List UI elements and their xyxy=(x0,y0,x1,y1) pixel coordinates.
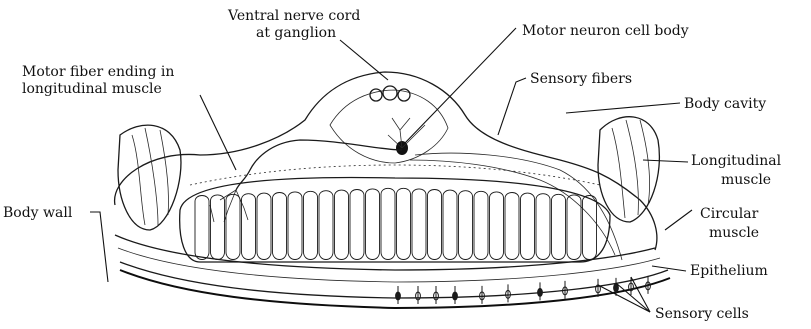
muscle-bundle xyxy=(412,189,426,260)
label-longitudinal-muscle-1: Longitudinal xyxy=(691,153,782,169)
muscle-bundle xyxy=(288,192,302,260)
muscle-bundle xyxy=(397,188,411,259)
leader-sensory-fibers xyxy=(498,78,526,135)
muscle-bundle xyxy=(195,196,209,260)
label-motor-fiber-ending-1: Motor fiber ending in xyxy=(22,64,174,80)
muscle-bundle xyxy=(350,190,364,260)
muscle-bundle xyxy=(366,189,380,260)
muscle-bundle xyxy=(552,194,566,259)
longitudinal-muscle-bundles xyxy=(195,188,597,259)
label-sensory-fibers: Sensory fibers xyxy=(530,71,632,87)
muscle-bundle xyxy=(335,190,349,259)
muscle-bundle xyxy=(490,192,504,260)
label-ventral-nerve-cord-2: at ganglion xyxy=(256,25,336,41)
sensory-cell xyxy=(538,282,543,300)
sensory-cell xyxy=(396,286,401,304)
muscle-bundle xyxy=(273,193,287,260)
label-body-wall: Body wall xyxy=(3,205,73,221)
sensory-cell xyxy=(453,286,458,304)
diagram-drawing xyxy=(115,72,670,308)
label-motor-neuron-cell-body: Motor neuron cell body xyxy=(522,23,689,39)
leader-circular-muscle xyxy=(665,210,692,230)
ganglion-sheath xyxy=(330,90,448,163)
muscle-bundle xyxy=(257,193,271,259)
muscle-bundle xyxy=(505,193,519,260)
left-lateral-muscle xyxy=(118,125,181,230)
sensory-cell-group xyxy=(396,276,651,304)
leader-longitudinal-muscle xyxy=(643,160,688,162)
muscle-bundle xyxy=(536,194,550,260)
label-sensory-cells: Sensory cells xyxy=(655,306,749,322)
muscle-bundle xyxy=(304,191,318,259)
muscle-bundle xyxy=(474,191,488,259)
cuticle-line xyxy=(120,270,670,308)
label-motor-fiber-ending-2: longitudinal muscle xyxy=(22,81,162,97)
label-longitudinal-muscle-2: muscle xyxy=(721,172,771,188)
sensory-cell xyxy=(506,284,511,302)
label-body-cavity: Body cavity xyxy=(684,96,766,112)
sensory-cell xyxy=(416,286,421,304)
muscle-bundle xyxy=(242,194,256,260)
diagram-labels: Ventral nerve cord at ganglion Motor neu… xyxy=(3,8,782,322)
sensory-cell xyxy=(434,286,439,304)
muscle-bundle xyxy=(226,194,240,259)
label-ventral-nerve-cord-1: Ventral nerve cord xyxy=(227,8,360,24)
muscle-bundle xyxy=(459,191,473,260)
motor-fiber xyxy=(236,140,402,190)
circular-muscle-layer xyxy=(115,235,655,270)
muscle-bundle xyxy=(211,195,225,260)
label-circular-muscle-1: Circular xyxy=(700,206,759,222)
leader-ventral-nerve-cord xyxy=(340,40,388,80)
muscle-bundle xyxy=(428,190,442,260)
muscle-bundle xyxy=(521,193,535,259)
label-circular-muscle-2: muscle xyxy=(709,225,759,241)
leader-motor-fiber xyxy=(200,95,236,170)
muscle-bundle xyxy=(319,191,333,260)
giant-fibers xyxy=(370,86,410,101)
label-epithelium: Epithelium xyxy=(690,263,768,279)
right-lateral-muscle xyxy=(598,117,659,222)
motor-neuron-dendrites xyxy=(388,118,425,148)
leader-motor-neuron xyxy=(405,28,516,143)
muscle-bundle xyxy=(583,196,597,260)
muscle-bundle xyxy=(443,190,457,259)
leader-body-wall xyxy=(90,212,108,282)
circular-muscle-inner xyxy=(118,248,660,282)
sensory-cell xyxy=(480,286,485,304)
leader-body-cavity xyxy=(566,103,680,113)
muscle-bundle xyxy=(381,188,395,259)
sensory-fiber-1 xyxy=(410,160,615,255)
leader-epithelium xyxy=(652,266,686,271)
